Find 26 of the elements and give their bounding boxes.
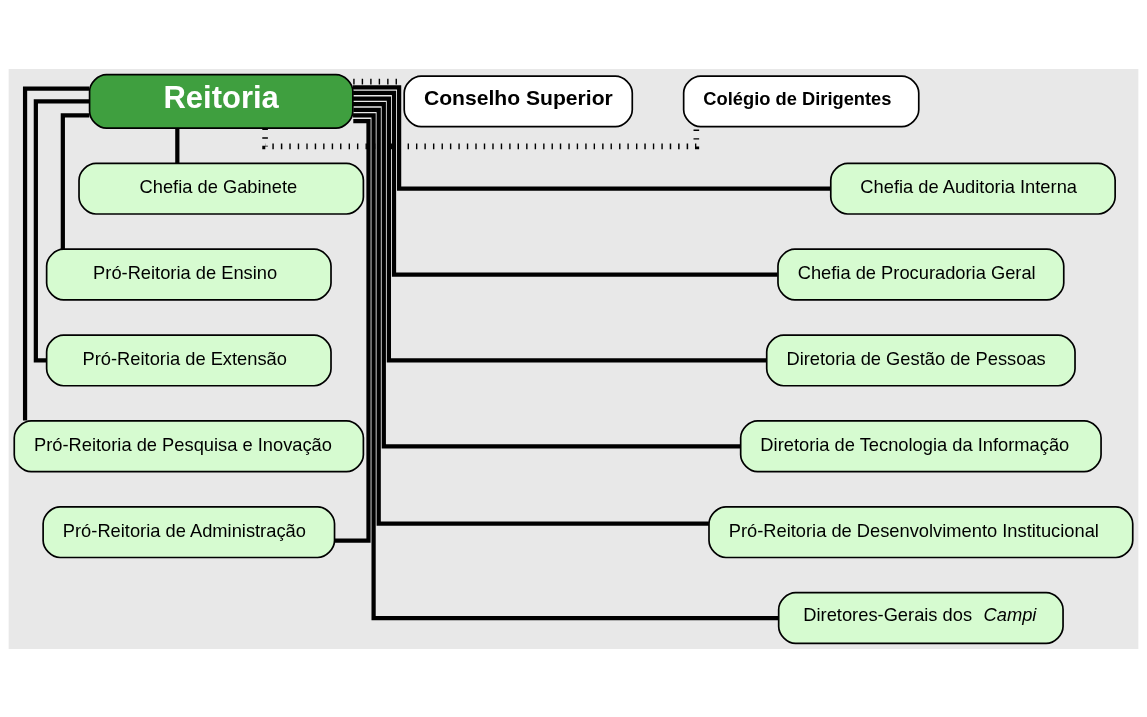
connector (353, 107, 709, 526)
node-box: Pró-Reitoria de Extensão (45, 333, 332, 387)
node-box: Diretoria de Tecnologia da Informação (739, 419, 1102, 472)
node-box: Pró-Reitoria de Administração (42, 505, 336, 558)
node-box: Pró-Reitoria de Desenvolvimento Institucional (708, 505, 1134, 558)
connector (22, 86, 90, 421)
node-box: Conselho Superior (403, 74, 634, 128)
node-box: Chefia de Auditoria Interna (829, 161, 1116, 215)
node-box: Colégio de Dirigentes (682, 74, 920, 128)
connector (353, 112, 779, 620)
connector (262, 126, 700, 149)
node-box: Diretores-Gerais dos Campi (777, 591, 1064, 644)
connector (352, 95, 767, 363)
node-box: Chefia de Procuradoria Geral (777, 247, 1065, 301)
connector (33, 98, 90, 363)
node-box: Chefia de Gabinete (78, 161, 365, 215)
connector (352, 101, 741, 448)
connector (334, 118, 371, 543)
connector (353, 90, 778, 277)
node-box: Pró-Reitoria de Pesquisa e Inovação (13, 419, 365, 472)
connector (352, 84, 831, 191)
node-box: Diretoria de Gestão de Pessoas (765, 333, 1076, 387)
node-box: Reitoria (88, 73, 354, 129)
connector (175, 128, 180, 163)
node-box: Pró-Reitoria de Ensino (45, 247, 332, 301)
connector (60, 112, 90, 249)
